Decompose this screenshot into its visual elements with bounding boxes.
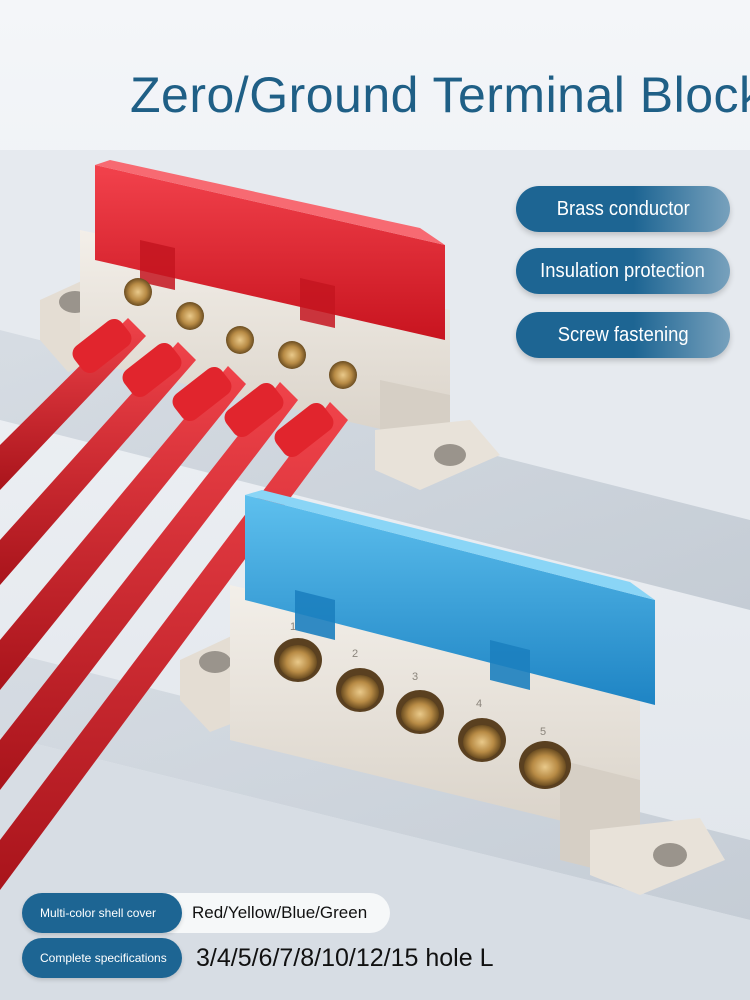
feature-badge-insulation-protection: Insulation protection [516,248,730,294]
spec-value: 3/4/5/6/7/8/10/12/15 hole L [196,943,494,972]
feature-badge-label: Insulation protection [540,259,706,282]
feature-badge-brass-conductor: Brass conductor [516,186,730,232]
spec-value-box [162,893,390,933]
spec-row-colors: Multi-color shell cover Red/Yellow/Blue/… [22,893,390,933]
hole-number-2: 2 [352,648,358,660]
red-terminal-block [40,160,500,490]
spec-label: Complete specifications [40,951,167,965]
blue-block-holes [274,638,571,789]
red-block-screws [124,278,357,389]
hole-number-3: 3 [412,671,418,683]
feature-badge-screw-fastening: Screw fastening [516,312,730,358]
spec-value: Red/Yellow/Blue/Green [192,903,368,922]
feature-badge-label: Brass conductor [556,197,690,220]
feature-badge-label: Screw fastening [557,323,689,346]
spec-row-specifications: Complete specifications 3/4/5/6/7/8/10/1… [22,938,522,978]
spec-label: Multi-color shell cover [40,906,157,920]
spec-label-pill: Complete specifications [22,938,182,978]
blue-terminal-block: 1 2 3 4 5 [180,490,725,895]
page-title: Zero/Ground Terminal Block [130,67,750,123]
spec-label-pill: Multi-color shell cover [22,893,182,933]
hole-number-4: 4 [476,698,482,710]
hole-number-5: 5 [540,726,546,738]
hole-number-1: 1 [290,621,296,633]
